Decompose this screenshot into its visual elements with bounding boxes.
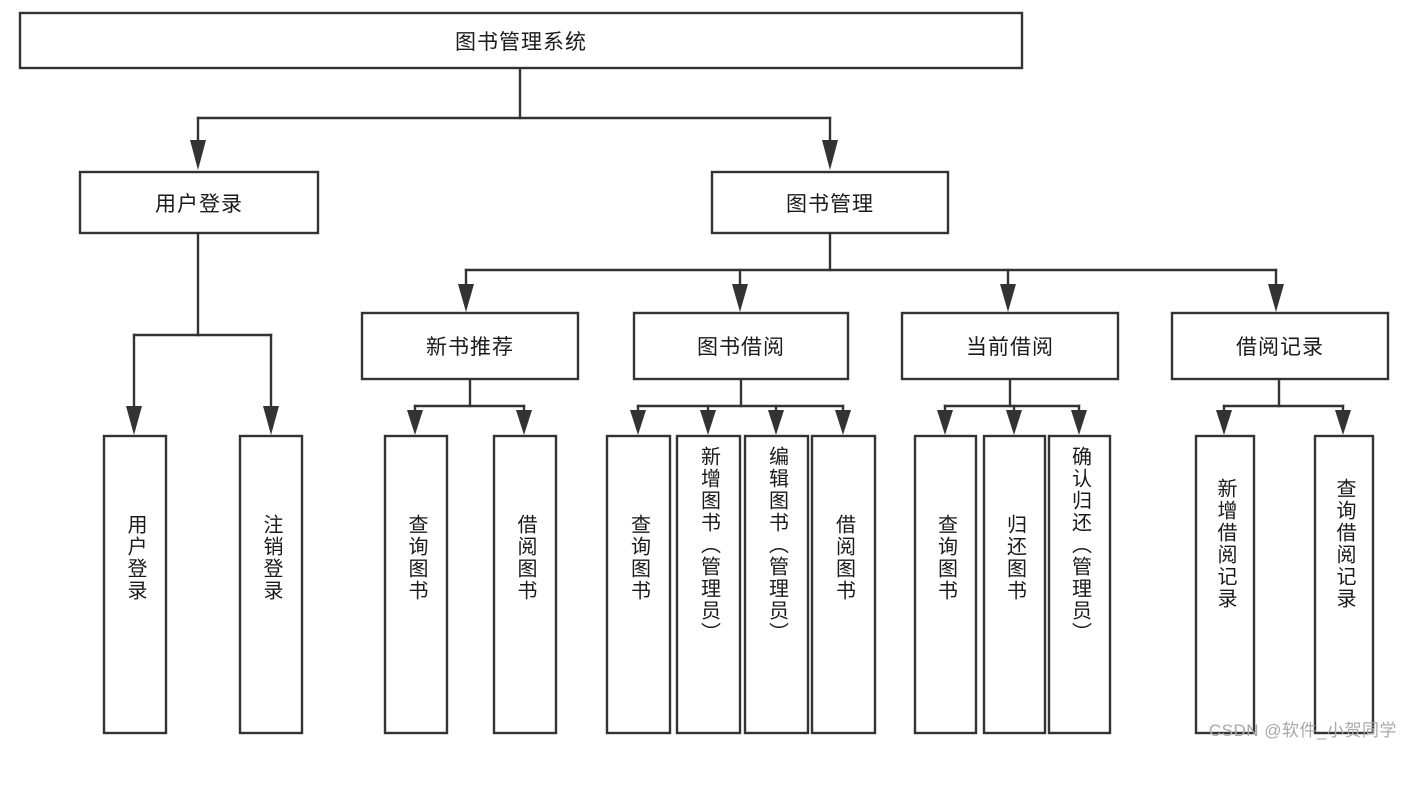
node-box-leaf-query-record[interactable] [1313,434,1375,735]
arrow-head-leaf-user-login [126,406,142,435]
arrow-head-leaf-borrow-book-2 [835,410,851,435]
node-box-leaf-query-book-3[interactable] [913,434,978,735]
arrow-head-leaf-query-book-1 [407,410,423,435]
node-box-leaf-add-record[interactable] [1194,434,1256,735]
arrow-head-leaf-borrow-book-1 [516,410,532,435]
node-box-book-borrow[interactable] [632,311,850,381]
node-box-root[interactable] [18,11,1024,70]
arrow-head-leaf-return-book [1006,410,1022,435]
node-layer [18,11,1390,735]
arrow-head-current-borrow [1000,284,1016,312]
node-box-leaf-return-book[interactable] [982,434,1047,735]
arrow-head-leaf-query-record [1335,410,1351,435]
arrow-head-leaf-logout-login [263,406,279,435]
node-box-new-book-recommend[interactable] [360,311,580,381]
arrow-head-new-book-recommend [458,284,474,312]
node-box-leaf-query-book-2[interactable] [605,434,672,735]
arrow-head-to-user-login [190,140,206,170]
arrow-head-leaf-query-book-2 [630,410,646,435]
arrow-head-borrow-record [1268,284,1284,312]
arrow-head-leaf-confirm-return [1071,410,1087,435]
node-box-user-login[interactable] [78,170,320,235]
node-box-borrow-record[interactable] [1170,311,1390,381]
arrow-head-leaf-add-record [1216,410,1232,435]
arrow-head-leaf-edit-book [768,410,784,435]
node-box-leaf-borrow-book-1[interactable] [492,434,558,735]
node-box-leaf-confirm-return[interactable] [1047,434,1112,735]
arrow-head-leaf-query-book-3 [937,410,953,435]
node-box-leaf-edit-book[interactable] [743,434,810,735]
node-box-leaf-user-login[interactable] [102,434,168,735]
node-box-current-borrow[interactable] [900,311,1120,381]
tree-diagram-svg [18,11,1390,735]
node-box-leaf-query-book-1[interactable] [383,434,449,735]
flowchart-canvas: 图书管理系统 用户登录 图书管理 新书推荐 图书借阅 当前借阅 借阅记录 用户登… [18,11,1396,740]
arrow-head-to-book-manage [822,140,838,170]
node-box-leaf-borrow-book-2[interactable] [810,434,877,735]
arrow-head-book-borrow [732,284,748,312]
node-box-leaf-logout-login[interactable] [238,434,304,735]
arrow-head-leaf-add-book [700,410,716,435]
connector-layer [126,66,1351,435]
node-box-leaf-add-book[interactable] [675,434,742,735]
node-box-book-manage[interactable] [710,170,950,235]
